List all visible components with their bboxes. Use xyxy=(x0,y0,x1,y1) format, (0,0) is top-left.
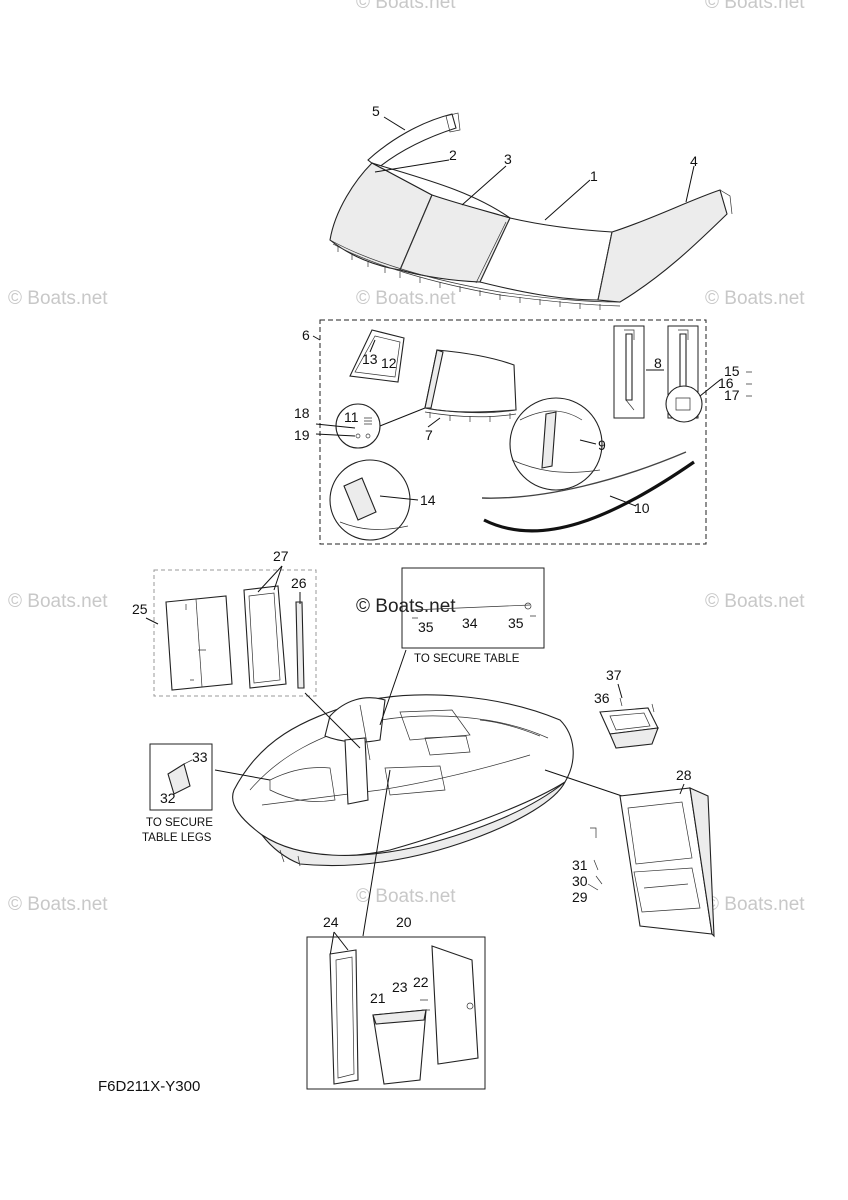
callout-17: 17 xyxy=(724,387,740,403)
watermark: © Boats.net xyxy=(705,591,805,612)
callout-34: 34 xyxy=(462,615,478,631)
callout-14: 14 xyxy=(420,492,436,508)
callout-18: 18 xyxy=(294,405,310,421)
callout-1: 1 xyxy=(590,168,598,184)
callout-8: 8 xyxy=(654,355,662,371)
cup-holder-group: 37 36 xyxy=(594,667,659,749)
bimini-top-assembly: 5 2 3 1 4 xyxy=(329,103,733,310)
callout-11: 11 xyxy=(344,409,359,425)
storage-bin-group: 20 24 21 23 22 xyxy=(306,914,486,1090)
callout-9: 9 xyxy=(598,437,606,453)
callout-22: 22 xyxy=(413,974,429,990)
watermark: © Boats.net xyxy=(705,0,805,13)
callout-31: 31 xyxy=(572,857,588,873)
callout-37: 37 xyxy=(606,667,622,683)
callout-2: 2 xyxy=(449,147,457,163)
watermark: © Boats.net xyxy=(8,288,108,309)
note-secure-table-legs: TABLE LEGS xyxy=(142,832,212,844)
callout-5: 5 xyxy=(372,103,380,119)
table-leg-bracket-group: 33 32 TO SECURE TABLE LEGS xyxy=(142,743,213,844)
callout-21: 21 xyxy=(370,990,386,1006)
callout-27: 27 xyxy=(273,548,289,564)
callout-6: 6 xyxy=(302,327,310,343)
callout-25: 25 xyxy=(132,601,148,617)
callout-35-left: 35 xyxy=(418,619,434,635)
note-secure-table-legs: TO SECURE xyxy=(146,817,213,829)
callout-4: 4 xyxy=(690,153,698,169)
diagram-code: F6D211X-Y300 xyxy=(98,1078,200,1095)
callout-3: 3 xyxy=(504,151,512,167)
callout-19: 19 xyxy=(294,427,310,443)
watermark: © Boats.net xyxy=(356,288,456,309)
callout-30: 30 xyxy=(572,873,588,889)
storage-door-group: 28 31 30 29 xyxy=(572,767,715,938)
callout-15: 15 xyxy=(724,363,740,379)
boat-hull xyxy=(214,649,623,937)
callout-29: 29 xyxy=(572,889,588,905)
callout-36: 36 xyxy=(594,690,610,706)
note-secure-table: TO SECURE TABLE xyxy=(414,653,520,665)
table-lanyard-group: 35 34 35 TO SECURE TABLE xyxy=(401,567,545,665)
windshield-group: 6 13 12 7 11 18 19 xyxy=(294,319,752,545)
callout-33: 33 xyxy=(192,749,208,765)
watermark: © Boats.net xyxy=(705,894,805,915)
watermark: © Boats.net xyxy=(8,591,108,612)
callout-35-right: 35 xyxy=(508,615,524,631)
watermark: © Boats.net xyxy=(356,886,456,907)
callout-13: 13 xyxy=(362,351,378,367)
callout-20: 20 xyxy=(396,914,412,930)
watermarks: © Boats.net © Boats.net © Boats.net © Bo… xyxy=(8,0,805,915)
callout-16: 16 xyxy=(718,375,734,391)
watermark: © Boats.net xyxy=(705,288,805,309)
callout-26: 26 xyxy=(291,575,307,591)
callout-28: 28 xyxy=(676,767,692,783)
callout-23: 23 xyxy=(392,979,408,995)
watermark: © Boats.net xyxy=(356,596,456,617)
callout-10: 10 xyxy=(634,500,650,516)
callout-7: 7 xyxy=(425,427,433,443)
callout-32: 32 xyxy=(160,790,176,806)
watermark: © Boats.net xyxy=(356,0,456,13)
callout-24: 24 xyxy=(323,914,339,930)
watermark: © Boats.net xyxy=(8,894,108,915)
cover-panel-group: 25 27 26 xyxy=(132,548,317,697)
callout-12: 12 xyxy=(381,355,397,371)
